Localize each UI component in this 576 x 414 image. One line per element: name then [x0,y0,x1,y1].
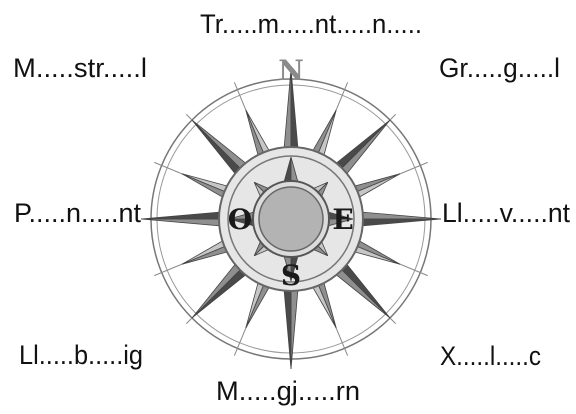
east-letter: E [332,203,353,236]
wind-label-northwest: M.....str.....l [13,53,147,83]
wind-label-north: Tr.....m.....nt.....n..... [200,9,422,39]
south-letter: S [281,259,301,292]
wind-label-southwest: Ll.....b.....ig [19,340,143,370]
wind-label-south: M.....gj.....rn [216,376,360,406]
north-letter: N [278,54,304,87]
wind-label-southeast: X.....l.....c [440,341,541,371]
wind-label-west: P.....n.....nt [14,198,141,228]
center-disc [259,187,323,251]
west-letter: O [228,203,252,236]
wind-label-northeast: Gr.....g.....l [439,53,560,83]
wind-label-east: Ll.....v.....nt [442,198,570,228]
